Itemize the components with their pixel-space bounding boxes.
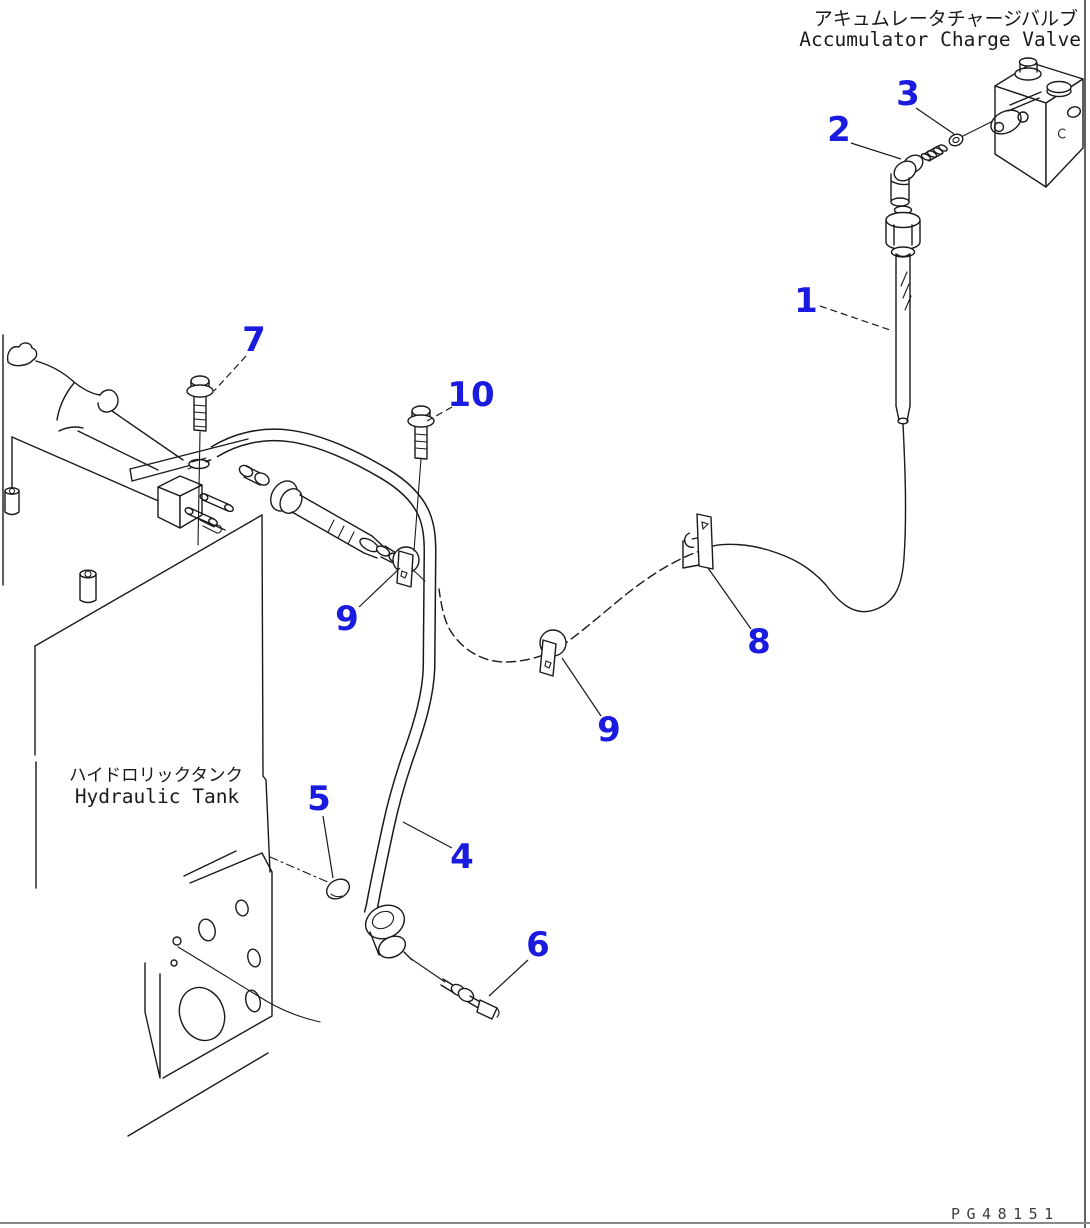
callout-8-7: 8 (747, 622, 771, 662)
drawing-code: PG48151 (951, 1205, 1060, 1223)
hanging-canister-left (4, 487, 20, 516)
hose-1-routing (438, 423, 907, 663)
callout-10-10: 10 (447, 375, 494, 415)
hose-clamp-9-left (392, 546, 420, 588)
manifold-pins (184, 493, 234, 534)
ring-3 (948, 121, 992, 147)
callout-4-3: 4 (450, 837, 474, 877)
elbow-fitting-2 (890, 144, 948, 207)
leader-line-6-5 (488, 959, 529, 997)
hose-clamp-9-right (539, 629, 567, 677)
leader-line-10-10 (426, 406, 453, 422)
callout-9-8: 9 (335, 599, 359, 639)
bolt-7 (186, 375, 214, 546)
plug-5 (325, 878, 351, 900)
leader-line-8-7 (707, 567, 752, 630)
callout-1-0: 1 (794, 281, 818, 321)
leader-line-4-3 (402, 821, 453, 849)
tank-plate-holes (170, 899, 262, 1042)
callout-6-5: 6 (526, 925, 550, 965)
tank-label-en: Hydraulic Tank (75, 785, 240, 808)
callout-3-2: 3 (896, 74, 920, 114)
hydraulic-tank (34, 514, 331, 1137)
leader-line-1-0 (819, 305, 894, 332)
callout-2-1: 2 (827, 110, 851, 150)
tube-assembly (270, 480, 402, 564)
callouts-layer: 1 2 3 4 5 6 7 8 9 9 10 (213, 74, 955, 997)
machine-body-silhouette (2, 334, 226, 604)
bolt-10 (407, 405, 435, 552)
leader-line-3-2 (915, 107, 955, 135)
manifold-and-tube-assembly (129, 375, 426, 588)
valve-block (990, 57, 1084, 188)
leader-line-7-6 (213, 355, 247, 392)
leader-line-5-4 (322, 815, 334, 879)
callout-7-6: 7 (242, 320, 266, 360)
port-fitting (238, 464, 270, 486)
leader-line-9-8 (358, 567, 401, 608)
small-canister (79, 569, 97, 604)
tank-label-jp: ハイドロリックタンク (69, 766, 243, 786)
banjo-elbow (364, 904, 446, 983)
valve-label-en: Accumulator Charge Valve (799, 28, 1081, 51)
labels: アキュムレータチャージバルブ Accumulator Charge Valve … (69, 7, 1081, 1223)
leader-line-9-9 (561, 657, 602, 717)
leader-line-2-1 (850, 142, 902, 160)
connector-fitting-6 (440, 978, 500, 1020)
valve-label-jp: アキュムレータチャージバルブ (814, 7, 1078, 30)
callout-5-4: 5 (307, 779, 331, 819)
callout-9-9: 9 (597, 710, 621, 750)
hose-1-fitting-and-tube (885, 205, 921, 425)
plug-axis-line (269, 856, 331, 884)
hose-bracket-8 (682, 513, 714, 570)
